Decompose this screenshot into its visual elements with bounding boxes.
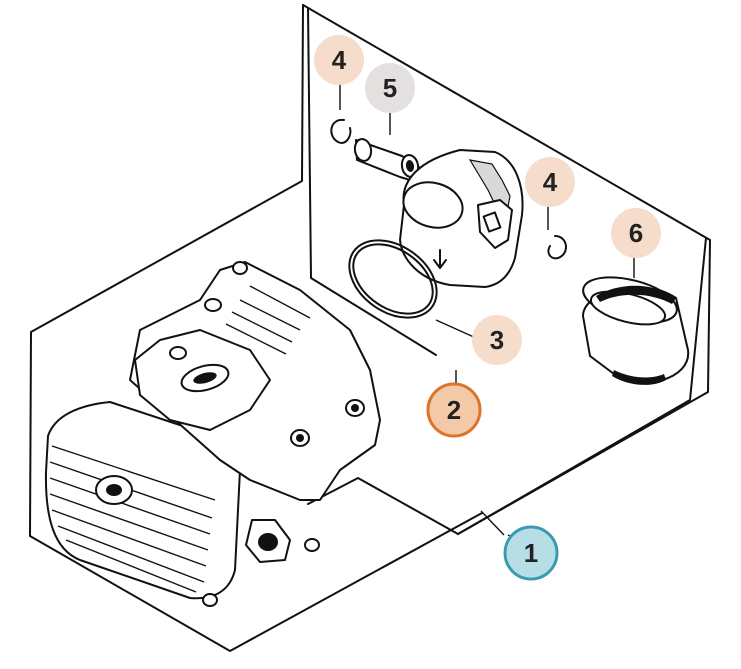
callout-4b-label: 4 <box>543 167 558 197</box>
callout-6-label: 6 <box>629 218 643 248</box>
callout-1: 1 <box>503 525 559 581</box>
circlip-left-drawing <box>330 118 352 144</box>
circlip-right-drawing <box>547 235 567 260</box>
callout-4a-label: 4 <box>332 45 347 75</box>
piston-drawing <box>399 149 524 288</box>
callout-1-label: 1 <box>524 538 538 568</box>
cylinder-sleeve-drawing <box>582 276 690 385</box>
kit-frame <box>29 4 711 652</box>
piston-ring-drawing <box>348 239 438 319</box>
piston-pin-drawing <box>353 138 421 181</box>
callout-4b: 4 <box>525 157 575 207</box>
callout-5-label: 5 <box>383 73 397 103</box>
callout-6: 6 <box>611 208 661 258</box>
callout-3-label: 3 <box>490 325 504 355</box>
callout-4a: 4 <box>314 35 364 85</box>
callout-2-label: 2 <box>447 395 461 425</box>
callout-5: 5 <box>365 63 415 113</box>
cylinder-block-drawing <box>44 261 381 607</box>
callout-3: 3 <box>472 315 522 365</box>
callout-2: 2 <box>426 382 482 438</box>
